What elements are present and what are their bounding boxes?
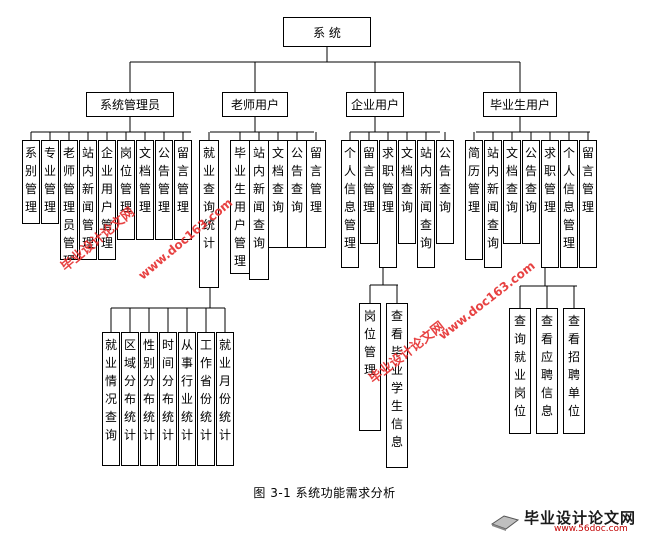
child-node: 留言管理 — [579, 140, 597, 268]
child-node: 站内新闻查询 — [249, 140, 269, 280]
child-node: 就业查询统计 — [199, 140, 219, 288]
site-logo: 毕业设计论文网 www.56doc.com — [476, 505, 646, 535]
child-node: 留言管理 — [306, 140, 326, 248]
child-node: 站内新闻查询 — [484, 140, 502, 268]
child-node: 求职管理 — [541, 140, 559, 268]
child-node: 公告管理 — [155, 140, 173, 240]
child-node: 毕业生用户管理 — [230, 140, 250, 274]
child-node: 文档管理 — [136, 140, 154, 240]
child-node: 留言管理 — [360, 140, 378, 244]
stat-node: 工作省份统计 — [197, 332, 215, 466]
book-icon — [490, 515, 520, 531]
child-node: 个人信息管理 — [560, 140, 578, 268]
group-node: 毕业生用户 — [483, 92, 557, 117]
child-node: 岗位管理 — [117, 140, 135, 240]
child-node: 企业用户管理 — [98, 140, 116, 260]
group-node: 系统管理员 — [86, 92, 174, 117]
stat-node: 性别分布统计 — [140, 332, 158, 466]
stat-node: 就业月份统计 — [216, 332, 234, 466]
child-node: 公告查询 — [287, 140, 307, 248]
child-node: 简历管理 — [465, 140, 483, 260]
child-node: 留言管理 — [174, 140, 192, 240]
child-node: 文档查询 — [398, 140, 416, 244]
root-node: 系 统 — [283, 17, 371, 47]
grad-job-node: 查看招聘单位 — [563, 308, 585, 434]
logo-title: 毕业设计论文网 — [524, 509, 637, 527]
child-node: 求职管理 — [379, 140, 397, 268]
group-node: 老师用户 — [222, 92, 288, 117]
child-node: 站内新闻查询 — [417, 140, 435, 268]
logo-url: www.56doc.com — [554, 524, 628, 534]
child-node: 老师管理员管理 — [60, 140, 78, 260]
child-node: 专业管理 — [41, 140, 59, 224]
stat-node: 区域分布统计 — [121, 332, 139, 466]
stat-node: 就业情况查询 — [102, 332, 120, 466]
child-node: 文档查询 — [503, 140, 521, 244]
child-node: 公告查询 — [436, 140, 454, 244]
stat-node: 时间分布统计 — [159, 332, 177, 466]
child-node: 公告查询 — [522, 140, 540, 244]
group-node: 企业用户 — [346, 92, 404, 117]
grad-job-node: 查询就业岗位 — [509, 308, 531, 434]
job-node: 查看毕业学生信息 — [386, 303, 408, 468]
child-node: 个人信息管理 — [341, 140, 359, 268]
figure-caption: 图 3-1 系统功能需求分析 — [253, 486, 396, 500]
job-node: 岗位管理 — [359, 303, 381, 431]
child-node: 文档查询 — [268, 140, 288, 248]
child-node: 系别管理 — [22, 140, 40, 224]
stat-node: 从事行业统计 — [178, 332, 196, 466]
child-connector-lines — [30, 132, 589, 332]
child-node: 站内新闻管理 — [79, 140, 97, 260]
grad-job-node: 查看应聘信息 — [536, 308, 558, 434]
